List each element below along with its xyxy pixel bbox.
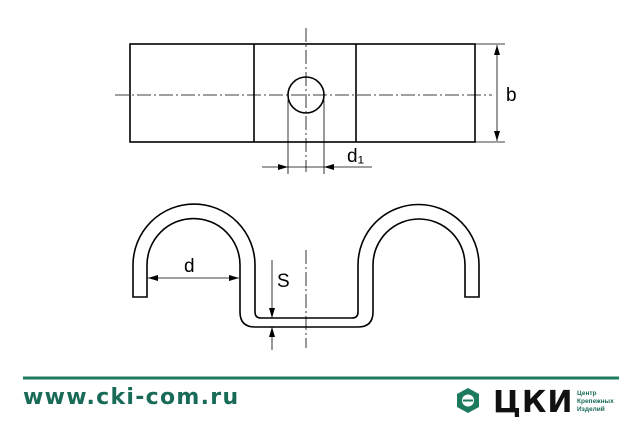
- website-url[interactable]: www.cki-com.ru: [23, 385, 240, 410]
- label-d1: d₁: [347, 146, 364, 167]
- brand-name: ЦКИ: [493, 385, 574, 420]
- tagline-line: Изделий: [577, 406, 605, 413]
- tagline-line: Центр: [577, 390, 597, 397]
- label-b: b: [506, 85, 517, 106]
- label-s: S: [277, 271, 290, 292]
- logo-icon: [457, 388, 479, 413]
- tagline-line: Крепежных: [577, 398, 614, 405]
- label-d: d: [184, 256, 195, 277]
- clamp-side-profile: [132, 203, 480, 328]
- brand-tagline: Центр Крепежных Изделий: [577, 390, 614, 414]
- clamp-top-view: [129, 43, 476, 143]
